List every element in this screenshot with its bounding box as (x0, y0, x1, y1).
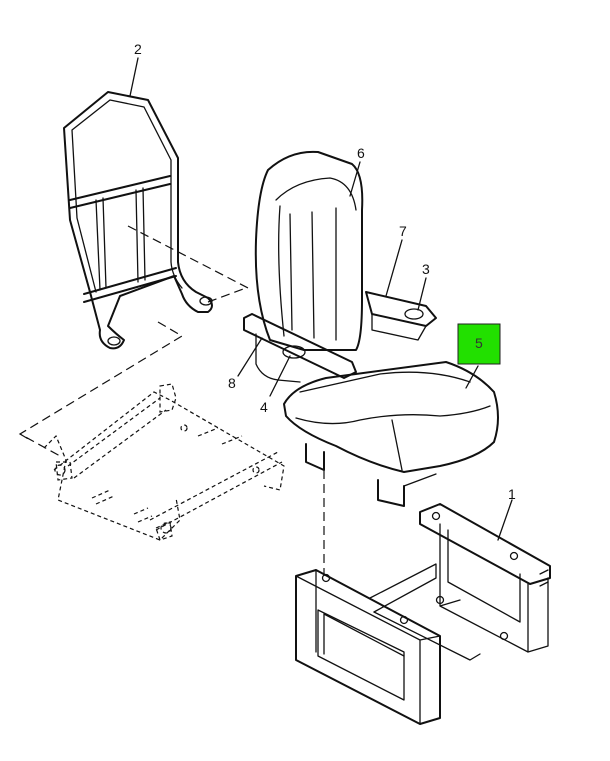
callout-2[interactable]: 2 (134, 41, 142, 57)
callout-6[interactable]: 6 (357, 145, 365, 161)
leader-1 (497, 499, 513, 541)
mounting-bracket-assembly (295, 503, 551, 725)
callout-labels: 1 2 3 4 5 6 7 8 (134, 41, 516, 502)
seat-riser-base-dashed (18, 321, 285, 541)
alignment-line-back-to-seat (127, 225, 253, 291)
leader-5 (465, 365, 479, 389)
leader-lines (129, 57, 513, 541)
leader-3 (417, 277, 427, 311)
leader-4 (269, 355, 291, 397)
leader-2 (129, 57, 139, 97)
leader-6 (349, 161, 361, 197)
callout-3[interactable]: 3 (422, 261, 430, 277)
callout-4[interactable]: 4 (260, 399, 268, 415)
callout-1[interactable]: 1 (508, 486, 516, 502)
leader-8 (237, 337, 263, 377)
alignment-line-back-to-seat-2 (207, 287, 247, 303)
callout-7[interactable]: 7 (399, 223, 407, 239)
leader-7 (385, 239, 403, 297)
callout-8[interactable]: 8 (228, 375, 236, 391)
callout-5-highlight[interactable] (457, 323, 501, 365)
seat-assembly (243, 150, 499, 507)
callout-5[interactable]: 5 (475, 335, 483, 351)
seat-back-frame (63, 91, 213, 350)
